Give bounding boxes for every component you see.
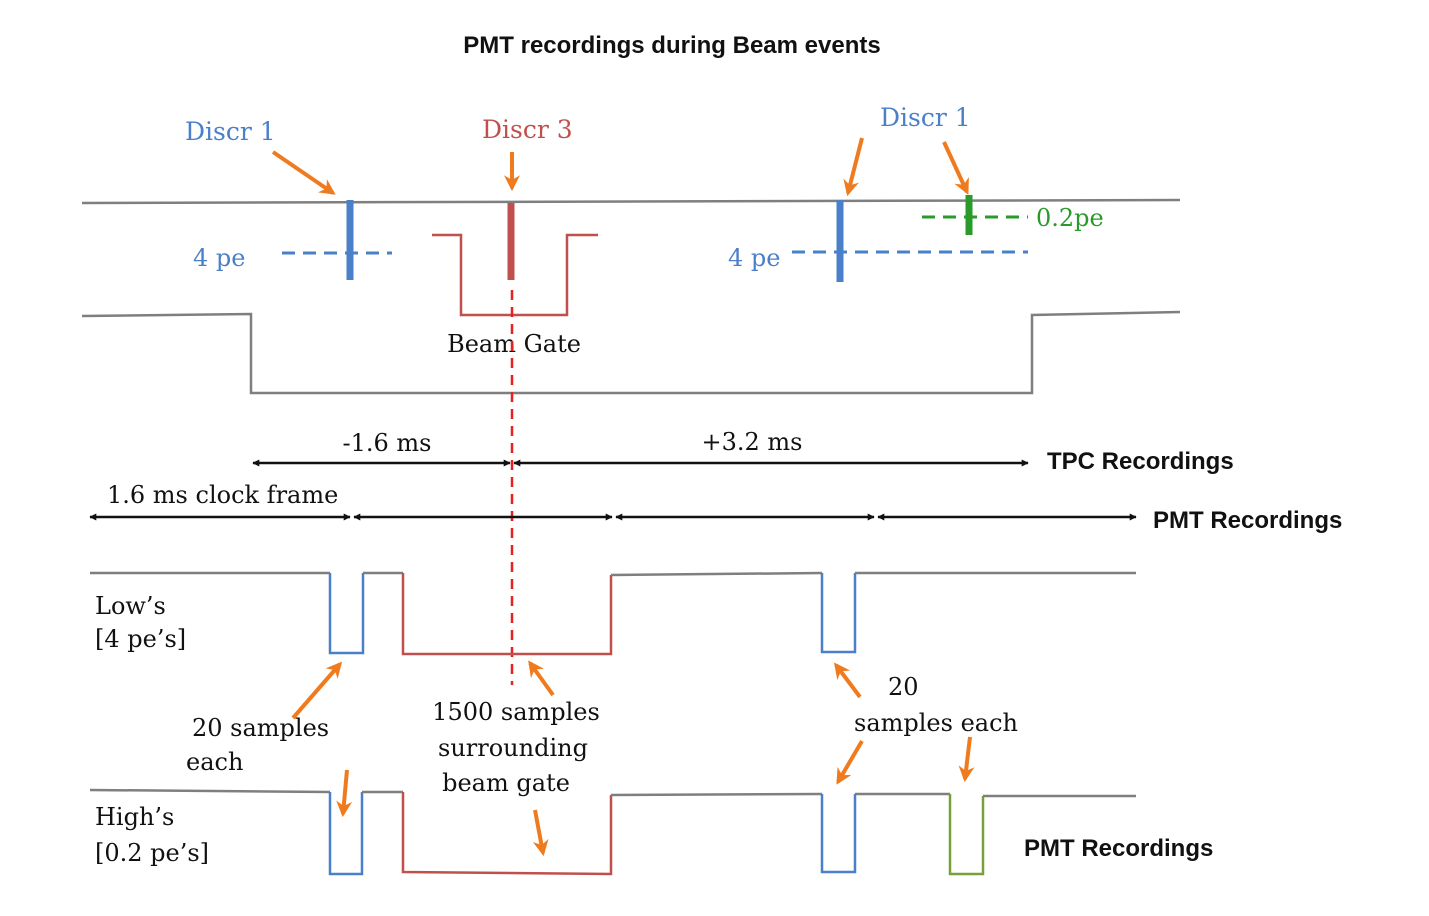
label-discr3: Discr 3 [482, 115, 573, 144]
label-discr1-right: Discr 1 [880, 103, 971, 132]
label-lows-line2: [4 pe’s] [95, 625, 186, 653]
lows-baseline-mid2 [610, 571, 823, 577]
label-highs-line2: [0.2 pe’s] [95, 839, 209, 867]
beam-gate-window [432, 233, 598, 317]
arrow-20-samples-right-highs [836, 739, 864, 785]
label-0-2pe: 0.2pe [1036, 204, 1104, 232]
label-1500-samples-2: surrounding [438, 734, 588, 762]
label-1500-samples-3: beam gate [442, 769, 570, 797]
lows-beam-window [401, 573, 613, 656]
label-clock-frame: 1.6 ms clock frame [107, 481, 338, 509]
label-pmt-recordings-bottom: PMT Recordings [1024, 835, 1213, 862]
highs-pulse-right [820, 794, 857, 874]
label-tpc-recordings: TPC Recordings [1047, 448, 1234, 475]
label-highs-line1: High’s [95, 803, 174, 831]
highs-baseline-mid2 [610, 792, 823, 797]
arrow-1500-samples-highs [532, 809, 549, 857]
arrow-discr1-left [271, 150, 336, 195]
label-20-samples-right-1: 20 [888, 673, 919, 701]
lows-pulse-left [328, 573, 365, 655]
tpc-window [81, 310, 1181, 395]
highs-pulse-left [328, 792, 364, 876]
label-lows-line1: Low’s [95, 592, 166, 620]
label-20-samples-left-1: 20 samples [192, 714, 329, 742]
arrow-discr1-right-a [843, 137, 864, 197]
arrow-1500-samples-lows [528, 660, 555, 697]
highs-pulse-green [948, 794, 985, 876]
label-beam-gate: Beam Gate [447, 330, 581, 358]
discriminator-baseline [81, 198, 1181, 205]
highs-baseline-left [89, 788, 331, 794]
orange-pointer-arrows [271, 137, 975, 857]
label-1500-samples-1: 1500 samples [432, 698, 600, 726]
label-plus-3-2-ms: +3.2 ms [702, 428, 803, 456]
label-minus-1-6-ms: -1.6 ms [343, 429, 432, 457]
arrow-20-samples-left-highs [336, 769, 353, 818]
diagram-title: PMT recordings during Beam events [463, 32, 880, 59]
label-4pe-right: 4 pe [728, 244, 780, 272]
label-20-samples-right-2: samples each [854, 709, 1018, 737]
label-pmt-recordings-top: PMT Recordings [1153, 507, 1342, 534]
label-20-samples-left-2: each [186, 748, 243, 776]
arrow-green-pulse-highs [958, 736, 975, 783]
arrow-20-samples-left-lows [291, 661, 343, 720]
label-discr1-left: Discr 1 [185, 117, 276, 146]
arrow-discr1-right-b [942, 141, 969, 195]
highs-beam-window [401, 792, 613, 876]
lows-pulse-right [820, 573, 857, 654]
arrow-20-samples-right-lows [834, 662, 862, 699]
label-4pe-left: 4 pe [193, 244, 245, 272]
